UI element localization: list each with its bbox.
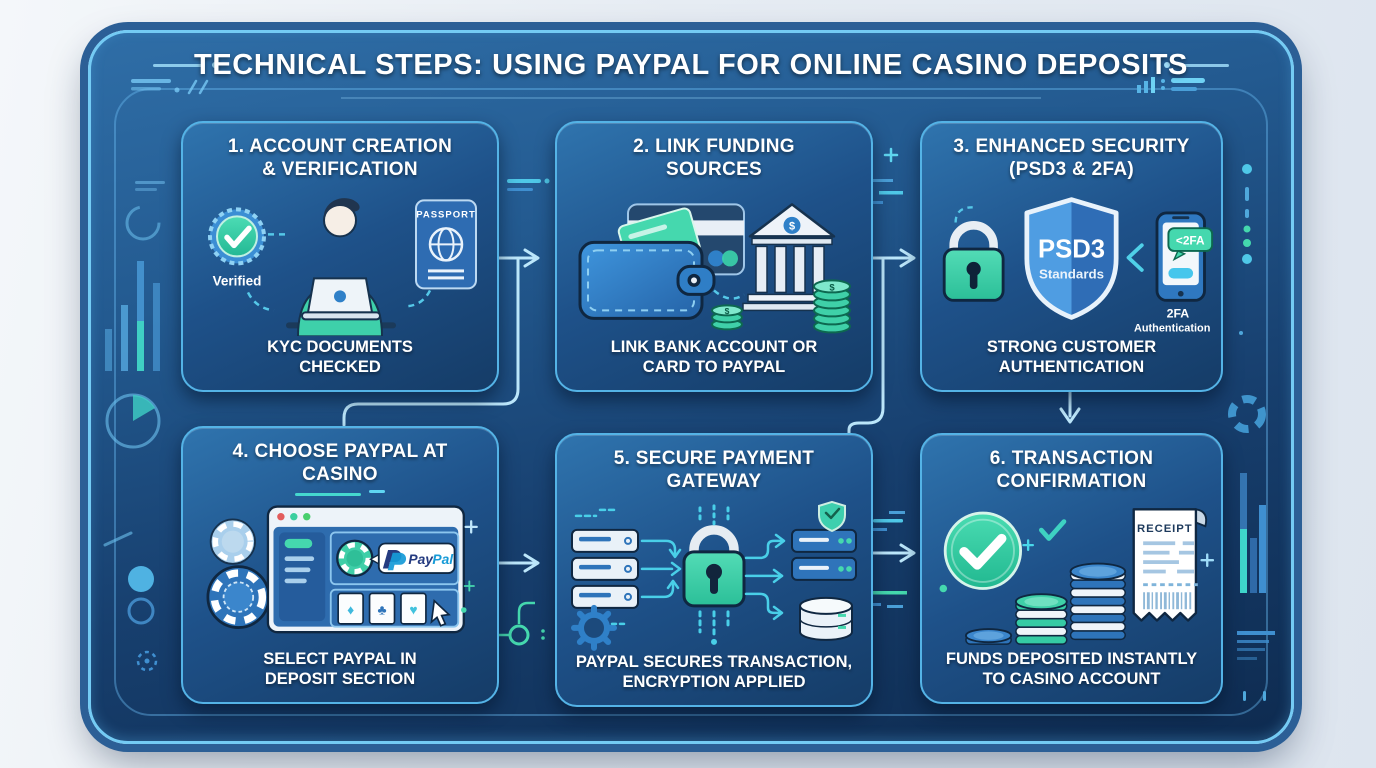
step-card-4: 4. CHOOSE PAYPAL AT CASINO [181,426,499,704]
server-stack-right-icon [791,528,857,581]
step-4-caption: SELECT PAYPAL IN DEPOSIT SECTION [263,650,417,689]
receipt-icon: RECEIPT [1132,507,1208,622]
verified-label: Verified [213,273,262,288]
dash-link [954,205,973,223]
passport-icon: PASSPORT [415,199,477,289]
step-4-title: 4. CHOOSE PAYPAL AT CASINO [232,441,448,485]
step-4-illustration: Pay Pal ♦ ♣ ♥ [183,499,497,651]
playing-cards-icon: ♦ ♣ ♥ [337,592,427,625]
step-2-illustration: $ $ [557,184,871,339]
dash-link [403,289,432,308]
step-3-caption: STRONG CUSTOMER AUTHENTICATION [986,338,1157,377]
step-5-illustration [557,496,871,654]
small-check-icon [1038,518,1067,541]
dot-decor [711,638,717,645]
barcode [1143,591,1192,609]
padlock-icon [942,220,1005,302]
server-stack-left-icon [571,528,639,609]
step-card-1: 1. ACCOUNT CREATION & VERIFICATION Verif… [181,121,499,392]
sparkle-icon [464,519,478,534]
encryption-lock-icon [682,524,746,607]
step-6-caption: FUNDS DEPOSITED INSTANTLY TO CASINO ACCO… [945,650,1198,689]
paypal-logo-icon [382,549,407,570]
casino-site-window: Pay Pal ♦ ♣ ♥ [266,504,465,633]
right-margin-decor [1228,164,1275,701]
arrowhead-step2-step3 [899,248,916,268]
chip-stack-teal-icon [1014,592,1068,645]
site-sidebar [279,532,326,621]
window-dot-teal [290,512,298,520]
shield-check-icon [818,500,846,532]
database-icon [799,596,853,641]
page-title: TECHNICAL STEPS: USING PAYPAL FOR ONLINE… [194,49,1188,81]
step-3-title: 3. ENHANCED SECURITY (PSD3 & 2FA) [953,136,1190,180]
cursor-icon [430,598,451,627]
step-card-5: 5. SECURE PAYMENT GATEWAY [555,433,873,707]
dot-decor [939,584,948,592]
left-margin-decor [103,181,165,672]
suit-club-glyph: ♣ [377,601,386,617]
dash-link [713,289,745,300]
step-3-illustration: PSD3 Standards <2FA 2FA [922,184,1221,339]
step-card-3: 3. ENHANCED SECURITY (PSD3 & 2FA) [920,121,1223,392]
chip-stack-small-icon [964,627,1013,645]
deposit-chip-icon [336,539,374,577]
step-card-2: 2. LINK FUNDING SOURCES [555,121,873,392]
dash-link [246,291,275,312]
step-1-illustration: Verified PASSPORT [183,184,497,339]
arrowhead-step5-step6 [899,543,916,563]
wallet-icon [578,240,716,320]
receipt-label: RECEIPT [1137,523,1193,535]
arrowhead-step3-step6 [1059,407,1081,424]
step-card-6: 6. TRANSACTION CONFIRMATION [920,433,1223,704]
arrow-left-icon [1126,242,1144,272]
suit-diamond-glyph: ♦ [347,601,354,617]
arrowhead-step1-step2 [523,248,540,268]
phone-2fa-icon: <2FA [1155,211,1214,302]
sms-bubble-label: <2FA [1176,233,1205,247]
window-dot-red [277,512,285,520]
bank-building-icon: $ [742,202,842,311]
coin-dollar-label: $ [829,282,835,293]
dot-decor [461,606,467,613]
casino-chip-icon [206,564,271,629]
step-1-title: 1. ACCOUNT CREATION & VERIFICATION [227,136,453,180]
verified-badge-icon [208,207,266,265]
person-laptop-icon [286,197,396,337]
paypal-wordmark-pal: Pal [432,550,454,566]
coin-stack-small-icon: $ [711,304,743,330]
phone-label-line2: Authentication [1134,322,1210,334]
arrowhead-step4-step5 [523,553,540,573]
paypal-wordmark-pay: Pay [408,550,434,566]
step-6-illustration: RECEIPT [922,496,1221,651]
coin-stack-tall-icon: $ [813,279,851,333]
shield-subtitle: Standards [1039,266,1104,281]
coin-dollar-label: $ [725,306,730,316]
step-5-title: 5. SECURE PAYMENT GATEWAY [613,448,815,492]
title-underline [183,490,497,499]
step-2-caption: LINK BANK ACCOUNT OR CARD TO PAYPAL [610,338,818,377]
step-6-title: 6. TRANSACTION CONFIRMATION [989,448,1154,492]
success-check-icon [943,511,1023,590]
casino-chip-icon [209,518,256,565]
phone-label-line1: 2FA [1167,306,1190,320]
circuit-lines [574,504,786,639]
step-2-title: 2. LINK FUNDING SOURCES [633,136,795,180]
psd3-shield-icon: PSD3 Standards [1024,196,1119,320]
step-1-caption: KYC DOCUMENTS CHECKED [267,338,413,377]
bank-dollar-label: $ [789,220,795,232]
infographic-panel: TECHNICAL STEPS: USING PAYPAL FOR ONLINE… [88,30,1294,744]
suit-heart-glyph: ♥ [409,601,417,617]
step-5-caption: PAYPAL SECURES TRANSACTION, ENCRYPTION A… [575,653,853,692]
chip-stack-blue-icon [1069,562,1127,640]
sparkle-icon [1200,552,1214,567]
paypal-bubble: Pay Pal [369,542,456,574]
gear-icon [571,604,617,651]
passport-label: PASSPORT [416,209,476,220]
sparkle-icon [1022,538,1035,551]
sparkle-icon [463,580,475,592]
shield-title: PSD3 [1038,235,1105,263]
window-dot-green [303,512,311,520]
